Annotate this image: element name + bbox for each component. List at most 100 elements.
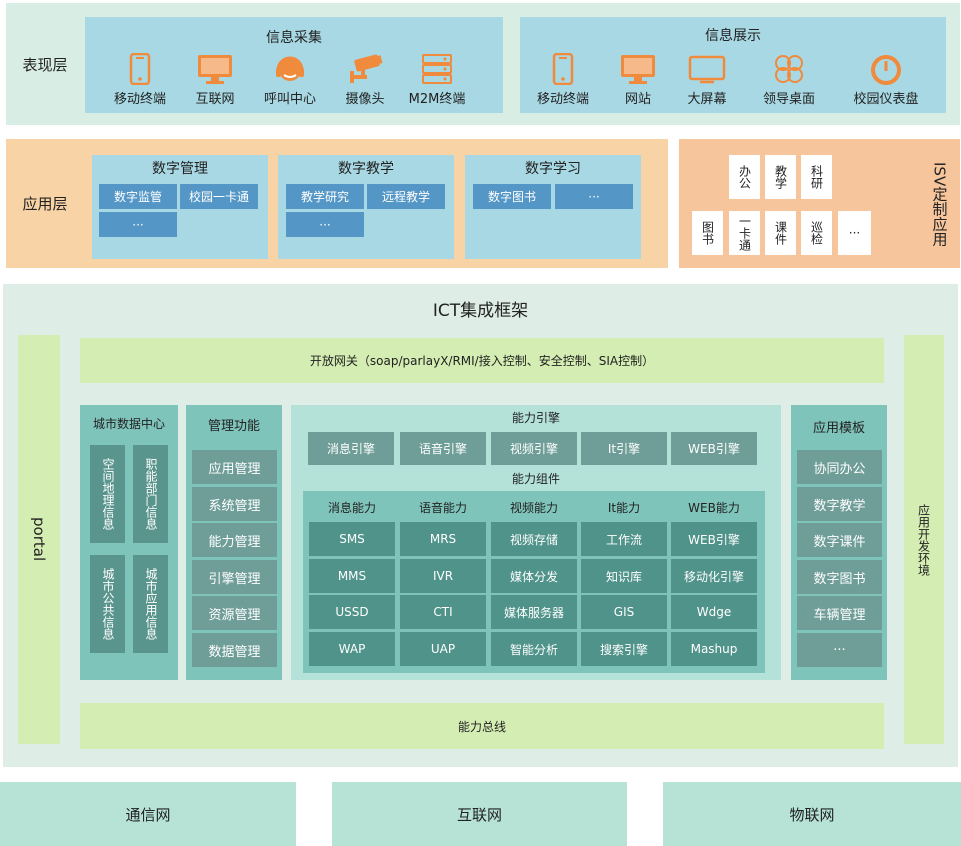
isv-item-office[interactable]: 办公 xyxy=(729,155,760,199)
portal-bar[interactable]: portal xyxy=(18,335,60,744)
template-item[interactable]: 数字课件 xyxy=(797,523,882,557)
collect-item-label: 移动终端 xyxy=(113,92,166,107)
display-item-bigscreen: 大屏幕 xyxy=(667,53,747,107)
collect-item-internet: 互联网 xyxy=(175,53,255,107)
mgmt-item[interactable]: 资源管理 xyxy=(192,596,277,630)
headset-icon xyxy=(276,56,304,81)
isv-item-more[interactable]: ··· xyxy=(838,211,871,255)
mobile-icon xyxy=(552,53,574,85)
component-column-header: 语音能力 xyxy=(418,500,467,515)
dev-env-label: 应用开发环境 xyxy=(916,503,931,576)
collect-item-label: M2M终端 xyxy=(408,92,466,107)
component-cell[interactable]: 智能分析 xyxy=(491,632,577,666)
isv-item-library[interactable]: 图书 xyxy=(692,211,723,255)
engine-item[interactable]: 语音引擎 xyxy=(400,432,486,465)
display-item-website: 网站 xyxy=(598,53,678,107)
display-item-label: 领导桌面 xyxy=(762,92,815,107)
mgmt-item[interactable]: 应用管理 xyxy=(192,450,277,484)
component-cell[interactable]: GIS xyxy=(581,595,667,629)
template-item[interactable]: 数字图书 xyxy=(797,560,882,594)
component-cell[interactable]: Mashup xyxy=(671,632,757,666)
collect-item-m2m: M2M终端 xyxy=(397,53,477,107)
component-column-header: WEB能力 xyxy=(688,500,740,515)
template-item[interactable]: 车辆管理 xyxy=(797,596,882,630)
component-cell[interactable]: SMS xyxy=(309,522,395,556)
component-cell[interactable]: USSD xyxy=(309,595,395,629)
dev-env-bar: 应用开发环境 xyxy=(904,335,944,744)
template-item[interactable]: 协同办公 xyxy=(797,450,882,484)
mgmt-item[interactable]: 系统管理 xyxy=(192,487,277,521)
capability-engine-title: 能力引擎 xyxy=(511,410,560,425)
network-telecom: 通信网 xyxy=(0,782,296,846)
component-cell[interactable]: MMS xyxy=(309,559,395,593)
app-button-teaching-research[interactable]: 教学研究 xyxy=(286,184,364,209)
component-cell[interactable]: CTI xyxy=(400,595,486,629)
ict-title: ICT集成框架 xyxy=(432,300,529,321)
app-button-more[interactable]: ··· xyxy=(555,184,633,209)
display-item-label: 大屏幕 xyxy=(687,92,727,107)
template-item[interactable]: ··· xyxy=(797,633,882,667)
mobile-icon xyxy=(129,53,151,85)
app-card-title: 数字教学 xyxy=(338,161,394,177)
display-item-leader-desktop: 领导桌面 xyxy=(749,53,829,107)
component-cell[interactable]: Wdge xyxy=(671,595,757,629)
isv-item-one-card[interactable]: 一卡通 xyxy=(729,211,760,255)
component-cell[interactable]: 知识库 xyxy=(581,559,667,593)
city-data-item: 空间地理信息 xyxy=(90,445,125,543)
component-cell[interactable]: 移动化引擎 xyxy=(671,559,757,593)
city-data-center-title: 城市数据中心 xyxy=(92,416,165,431)
display-item-campus-dashboard: 校园仪表盘 xyxy=(846,53,926,107)
collect-item-camera: 摄像头 xyxy=(325,53,405,107)
info-display-title: 信息展示 xyxy=(705,28,761,44)
component-cell[interactable]: 媒体服务器 xyxy=(491,595,577,629)
component-cell[interactable]: 搜索引擎 xyxy=(581,632,667,666)
component-cell[interactable]: 媒体分发 xyxy=(491,559,577,593)
mgmt-item[interactable]: 数据管理 xyxy=(192,633,277,667)
mgmt-item[interactable]: 引擎管理 xyxy=(192,560,277,594)
gauge-icon xyxy=(871,55,901,85)
camera-icon xyxy=(350,54,383,83)
screen-icon xyxy=(688,55,726,84)
display-item-label: 网站 xyxy=(624,92,651,107)
app-button-digital-library[interactable]: 数字图书 xyxy=(473,184,551,209)
city-data-item: 职能部门信息 xyxy=(133,445,168,543)
monitor-icon xyxy=(198,55,232,84)
isv-item-patrol[interactable]: 巡检 xyxy=(801,211,832,255)
isv-item-research[interactable]: 科研 xyxy=(801,155,832,199)
app-card-title: 数字学习 xyxy=(525,161,581,177)
component-cell[interactable]: 工作流 xyxy=(581,522,667,556)
app-button-remote-teaching[interactable]: 远程教学 xyxy=(367,184,445,209)
isv-item-courseware[interactable]: 课件 xyxy=(765,211,796,255)
component-cell[interactable]: WEB引擎 xyxy=(671,522,757,556)
component-cell[interactable]: IVR xyxy=(400,559,486,593)
app-button-more[interactable]: ··· xyxy=(286,212,364,237)
mgmt-functions-title: 管理功能 xyxy=(207,418,260,434)
isv-item-teaching[interactable]: 教学 xyxy=(765,155,796,199)
app-button-campus-card[interactable]: 校园一卡通 xyxy=(180,184,258,209)
engine-item[interactable]: WEB引擎 xyxy=(671,432,757,465)
display-item-label: 校园仪表盘 xyxy=(853,92,919,107)
portal-label: portal xyxy=(30,517,48,562)
collect-item-mobile: 移动终端 xyxy=(100,53,180,107)
collect-item-label: 摄像头 xyxy=(345,92,385,107)
engine-item[interactable]: 消息引擎 xyxy=(308,432,394,465)
monitor-icon xyxy=(621,55,655,84)
open-gateway-bar: 开放网关（soap/parlayX/RMI/接入控制、安全控制、SIA控制） xyxy=(80,338,884,383)
component-cell[interactable]: 视频存储 xyxy=(491,522,577,556)
mgmt-item[interactable]: 能力管理 xyxy=(192,523,277,557)
info-collect-title: 信息采集 xyxy=(266,30,322,46)
app-button-more[interactable]: ··· xyxy=(99,212,177,237)
component-cell[interactable]: WAP xyxy=(309,632,395,666)
app-button-digital-supervision[interactable]: 数字监管 xyxy=(99,184,177,209)
engine-item[interactable]: 视频引擎 xyxy=(491,432,577,465)
template-item[interactable]: 数字教学 xyxy=(797,487,882,521)
app-templates-title: 应用模板 xyxy=(812,420,865,436)
presentation-layer-label: 表现层 xyxy=(22,55,68,74)
isv-label: ISV定制应用 xyxy=(930,161,949,247)
city-data-item: 城市应用信息 xyxy=(133,555,168,653)
engine-item[interactable]: It引擎 xyxy=(581,432,667,465)
network-iot: 物联网 xyxy=(663,782,961,846)
display-item-mobile: 移动终端 xyxy=(523,53,603,107)
component-cell[interactable]: UAP xyxy=(400,632,486,666)
component-cell[interactable]: MRS xyxy=(400,522,486,556)
